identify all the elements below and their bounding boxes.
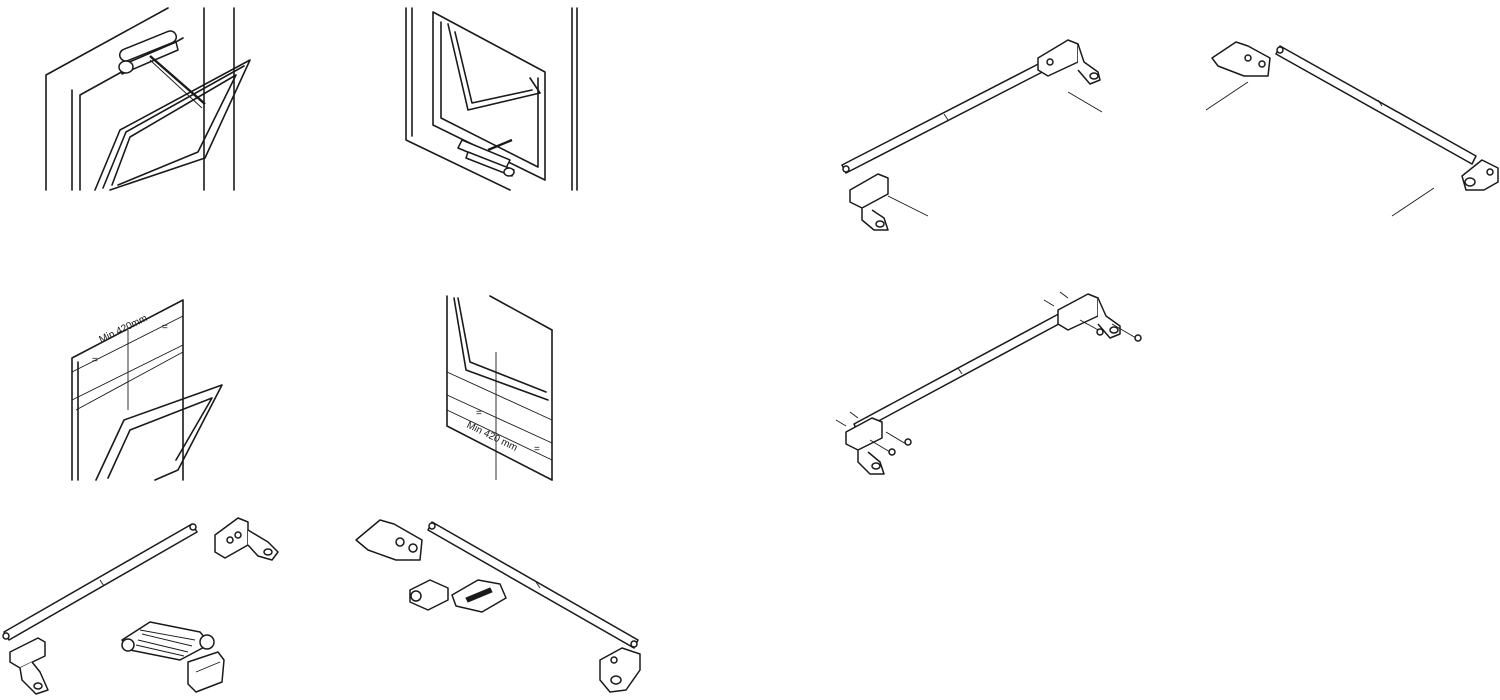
panel-bar-assembly-a — [841, 39, 1103, 231]
guide-bar-b — [1275, 45, 1477, 165]
equal-mark-right-2: = — [534, 444, 540, 455]
panel-casement-top-restrictor — [45, 7, 251, 191]
bracket-top-left-b — [355, 519, 423, 561]
bracket-a-right — [1037, 39, 1101, 85]
equal-mark-left-2: = — [162, 322, 168, 333]
bracket-bottom-left — [9, 637, 49, 695]
bracket-c-right — [1057, 293, 1121, 339]
bracket-a-left — [849, 173, 889, 231]
bracket-c-left — [845, 417, 885, 475]
panel-kit-parts-left — [2, 517, 279, 695]
panel-bar-with-screws — [835, 291, 1142, 475]
min-width-label-left: Min 420mm — [97, 313, 149, 346]
restrictor-unit — [121, 621, 215, 661]
equal-mark-right-1: = — [476, 408, 482, 419]
guide-bar-left — [2, 523, 198, 641]
restrictor-keeper — [451, 579, 507, 613]
bracket-b-top — [1211, 41, 1271, 77]
clip-cover — [187, 651, 225, 693]
panel-measure-casement: Min 420mm = = — [71, 299, 223, 481]
panel-kit-parts-right — [355, 519, 641, 693]
bracket-top-right — [214, 517, 279, 561]
restrictor-body-bottom — [457, 139, 515, 177]
screws-right — [1043, 291, 1142, 342]
guide-bar-c — [853, 309, 1071, 433]
equal-mark-left-1: = — [92, 355, 98, 366]
keeper-small — [409, 579, 449, 611]
bracket-b-bottom — [1461, 159, 1499, 191]
guide-bar-right — [427, 521, 639, 649]
bracket-bottom-right-b — [599, 647, 641, 693]
panel-bar-assembly-b — [1205, 41, 1499, 217]
screws-left — [835, 411, 912, 456]
restrictor-body-top — [118, 30, 179, 75]
panel-measure-tophung: Min 420 mm = = — [446, 295, 553, 481]
panel-tophung-bottom-restrictor — [405, 7, 578, 191]
guide-bar-a — [841, 57, 1055, 174]
